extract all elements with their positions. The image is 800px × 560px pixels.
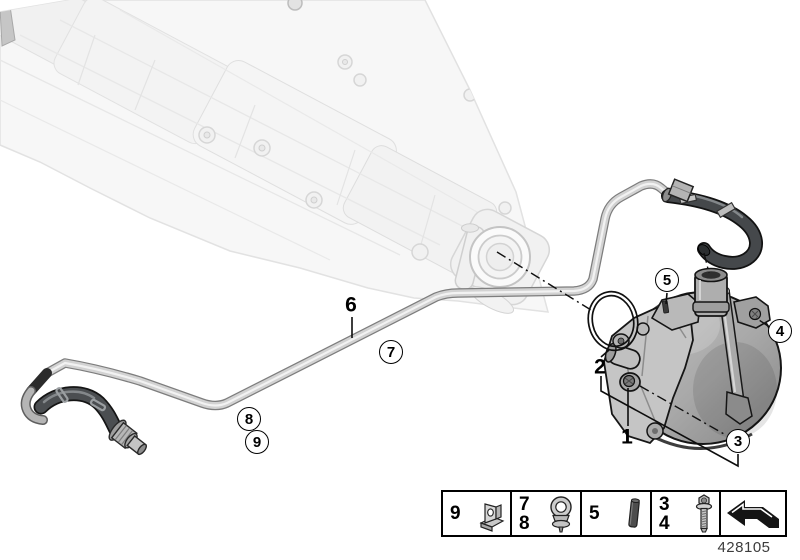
bracket-icon [479, 502, 505, 532]
legend-cell-jump[interactable] [721, 492, 785, 535]
pump-inlet-port [692, 267, 730, 317]
pin-icon [628, 497, 640, 528]
callout-5[interactable]: 5 [655, 268, 679, 292]
callout-4[interactable]: 4 [768, 319, 792, 343]
cone-connector [108, 419, 148, 456]
callout-7[interactable]: 7 [379, 340, 403, 364]
clamp-icon [550, 495, 572, 533]
legend-cell-5[interactable]: 5 [582, 492, 652, 535]
legend-cell-9[interactable]: 9 [443, 492, 512, 535]
left-hose-connector [20, 368, 148, 456]
callout-1[interactable]: 1 [621, 425, 633, 449]
engine-illustration [0, 0, 551, 314]
screw-icon [695, 494, 713, 533]
jump-arrow-icon [727, 499, 779, 528]
callout-2[interactable]: 2 [594, 355, 606, 379]
hex-fitting [661, 178, 695, 203]
legend-number-8: 8 [519, 512, 530, 534]
callout-9[interactable]: 9 [245, 430, 269, 454]
legend-number-3: 3 [659, 493, 670, 515]
legend-number-4: 4 [659, 512, 670, 534]
legend-cell-7-8[interactable]: 7 8 [512, 492, 582, 535]
leader-lines [351, 292, 739, 468]
callout-6[interactable]: 6 [345, 293, 357, 317]
callout-8[interactable]: 8 [237, 407, 261, 431]
callout-3[interactable]: 3 [726, 429, 750, 453]
vacuum-pipe [42, 179, 678, 411]
engine-pump-port [449, 208, 551, 314]
vacuum-pump [603, 267, 782, 450]
stud-pin [661, 300, 670, 314]
diagram-part-number: 428105 [717, 539, 771, 556]
reference-dash-lines [496, 251, 769, 435]
hose-loop [661, 178, 763, 270]
o-ring [587, 290, 639, 352]
legend-number-7: 7 [519, 493, 530, 515]
legend-cell-3-4[interactable]: 3 4 [652, 492, 721, 535]
legend-number-5: 5 [589, 503, 600, 524]
legend-number-9: 9 [450, 503, 461, 524]
hose-clamp-icon [55, 387, 107, 412]
legend-table: 9 7 8 5 [441, 490, 787, 537]
